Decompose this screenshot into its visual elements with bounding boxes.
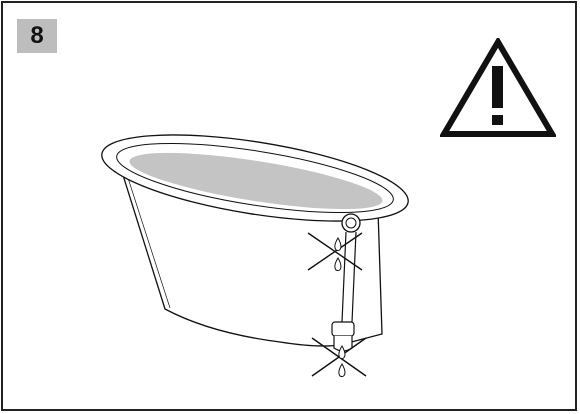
overflow-fitting xyxy=(341,213,361,323)
warning-triangle-icon xyxy=(440,38,556,137)
no-leak-cross-icon xyxy=(307,232,363,272)
step-number: 8 xyxy=(30,22,44,49)
no-leak-cross-icon xyxy=(311,337,367,378)
waste-fitting xyxy=(331,321,355,352)
step-number-badge: 8 xyxy=(17,19,57,53)
